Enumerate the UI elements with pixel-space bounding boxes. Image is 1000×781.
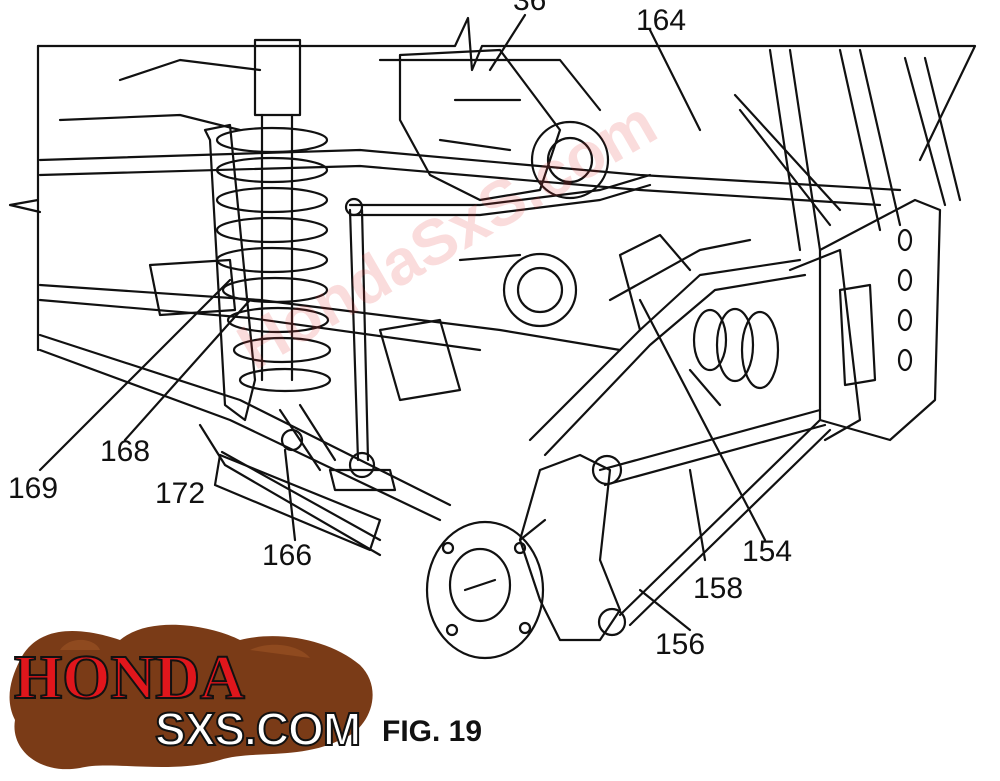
callout-158: 158 (693, 572, 744, 605)
leader-36 (488, 13, 527, 72)
callout-156: 156 (655, 628, 706, 661)
shock-body (253, 38, 302, 117)
tie-rod (618, 418, 822, 617)
upper-a-arm (528, 258, 802, 442)
callout-154: 154 (742, 535, 793, 568)
frame-bracket-right (818, 198, 942, 442)
logo-sxs-text: SXS.COM (154, 702, 362, 756)
callout-172: 172 (155, 477, 206, 510)
sway-bar-link (348, 208, 360, 462)
leader-169 (38, 278, 232, 472)
wheel-hub (425, 520, 545, 660)
cv-boot (688, 307, 780, 407)
shock-mount-bracket (203, 123, 257, 422)
figure-caption: FIG. 19 (382, 715, 483, 748)
leader-164 (648, 28, 702, 132)
lower-side-rail (38, 348, 442, 522)
hondasxs-logo: HONDA SXS.COM (0, 610, 380, 776)
callout-168: 168 (100, 435, 151, 468)
callout-164: 164 (636, 4, 687, 37)
frame-rail-lower (38, 283, 622, 352)
frame-rail-upper (38, 148, 902, 192)
leader-166 (283, 448, 297, 542)
leader-158 (688, 468, 707, 562)
logo-honda-text: HONDA (14, 644, 245, 712)
sway-bar (348, 173, 652, 207)
front-drive-unit (398, 48, 562, 202)
callout-166: 166 (262, 539, 313, 572)
leader-154 (638, 298, 767, 542)
coil-spring (215, 126, 332, 393)
leader-168 (123, 298, 252, 442)
lower-control-arm (598, 408, 822, 472)
leader-156 (638, 588, 692, 632)
callout-36: 36 (513, 0, 547, 17)
frame-border-top (36, 16, 977, 162)
callout-169: 169 (8, 472, 59, 505)
mud-splash-icon: HONDA (9, 624, 373, 770)
